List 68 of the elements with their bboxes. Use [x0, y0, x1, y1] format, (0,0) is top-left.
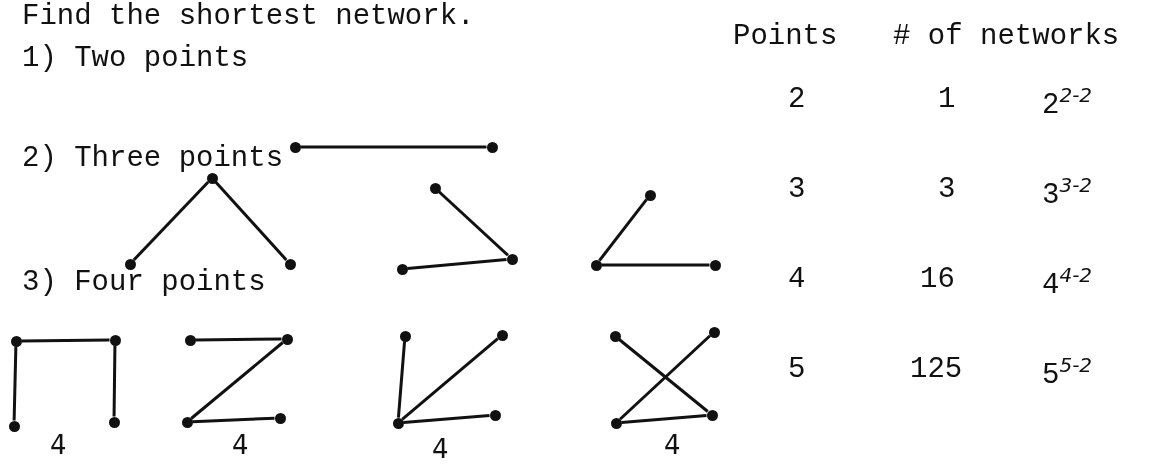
point-dot	[109, 334, 121, 346]
table-value: 3$^{3-2}$	[1042, 175, 1093, 210]
network-line	[190, 341, 284, 420]
point-dot	[644, 189, 656, 201]
length-label: 4	[232, 432, 249, 458]
heading: Find the shortest network.	[22, 2, 475, 31]
point-dot	[708, 326, 720, 338]
point-dot	[506, 253, 518, 265]
network-line	[214, 181, 288, 261]
table-value: 2	[788, 85, 806, 114]
length-label: 4	[664, 432, 681, 458]
point-dot	[10, 335, 22, 347]
point-dot	[206, 172, 218, 184]
network-line	[21, 338, 110, 343]
network-line	[619, 334, 711, 421]
table-value: 125	[910, 355, 963, 384]
section-label: 2) Three points	[22, 144, 284, 173]
point-dot	[609, 330, 621, 342]
section-label: 3) Four points	[22, 268, 266, 297]
length-label: 4	[432, 436, 449, 462]
section-label: 1) Two points	[22, 44, 249, 73]
point-dot	[181, 416, 193, 428]
table-value: 4	[788, 265, 806, 294]
table-value: 3	[788, 175, 806, 204]
network-line	[403, 413, 490, 425]
point-dot	[429, 182, 441, 194]
point-dot	[392, 417, 404, 429]
point-dot	[706, 409, 718, 421]
point-dot	[289, 141, 301, 153]
table-value: 1	[938, 85, 956, 114]
length-label: 4	[50, 432, 67, 458]
network-line	[195, 337, 282, 342]
network-line	[396, 341, 407, 418]
table-header: # of networks	[893, 22, 1120, 51]
point-dot	[399, 330, 411, 342]
table-header: Points	[733, 22, 838, 51]
point-dot	[8, 420, 20, 432]
point-dot	[486, 141, 498, 153]
network-line	[407, 258, 507, 270]
network-line	[438, 190, 509, 257]
point-dot	[124, 258, 136, 270]
table-value: 2$^{2-2}$	[1042, 85, 1093, 120]
point-dot	[284, 258, 296, 270]
table-value: 5$^{5-2}$	[1042, 355, 1093, 390]
point-dot	[274, 412, 286, 424]
point-dot	[184, 334, 196, 346]
point-dot	[489, 409, 501, 421]
point-dot	[108, 416, 120, 428]
network-line	[618, 338, 709, 413]
point-dot	[610, 417, 622, 429]
table-value: 16	[920, 265, 955, 294]
network-line	[601, 263, 710, 267]
point-dot	[396, 263, 408, 275]
point-dot	[496, 329, 508, 341]
network-line	[621, 413, 707, 425]
network-line	[12, 346, 18, 421]
table-value: 3	[938, 175, 956, 204]
network-line	[192, 416, 275, 424]
table-value: 5	[788, 355, 806, 384]
network-line	[132, 180, 210, 262]
network-line	[598, 198, 648, 262]
table-value: 4$^{4-2}$	[1042, 265, 1093, 300]
point-dot	[590, 259, 602, 271]
point-dot	[709, 259, 721, 271]
point-dot	[281, 333, 293, 345]
network-line	[401, 337, 499, 421]
network-line	[112, 345, 117, 417]
network-line	[300, 145, 487, 149]
